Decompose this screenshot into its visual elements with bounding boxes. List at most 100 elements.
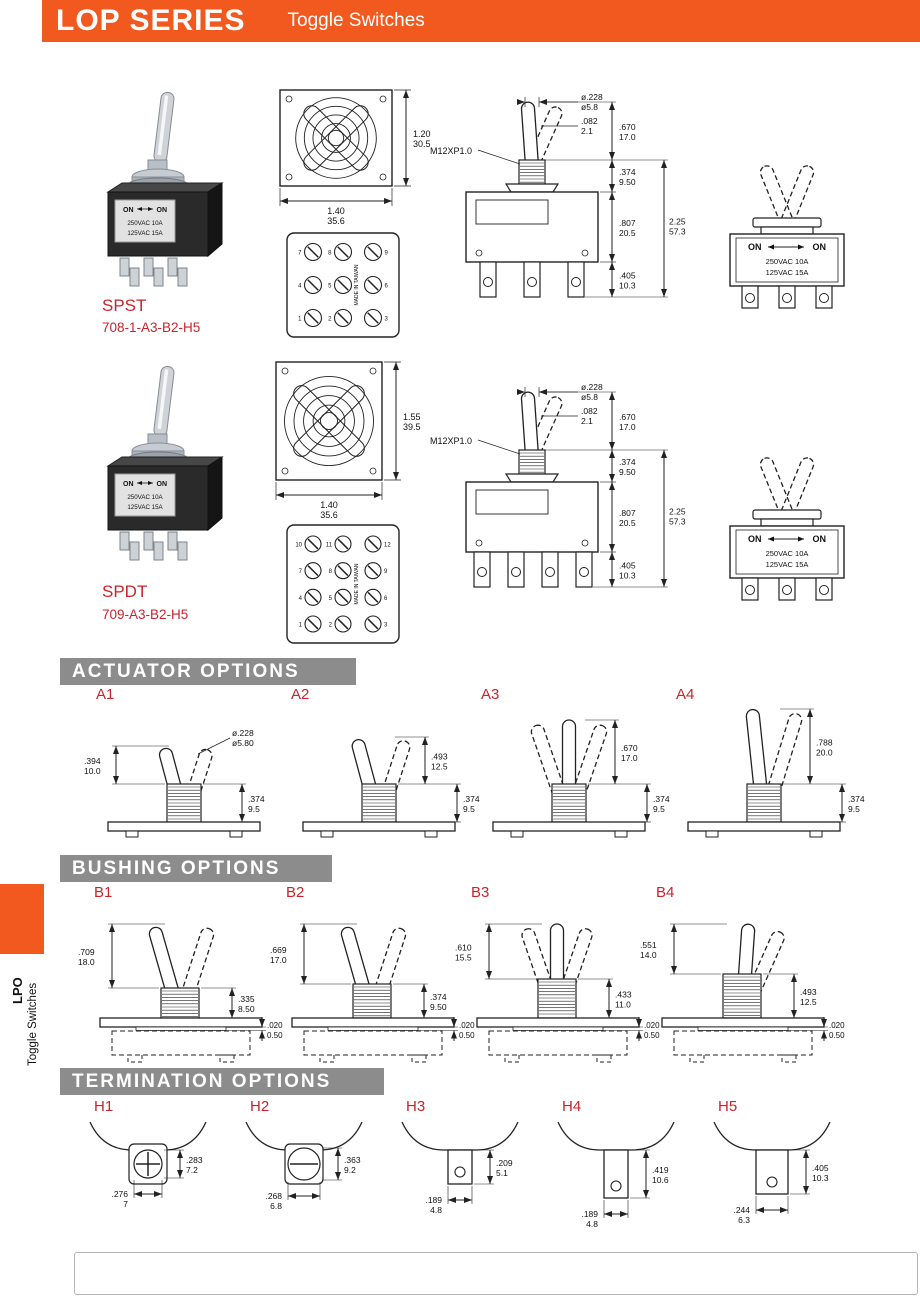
- svg-text:ON: ON: [748, 242, 762, 252]
- svg-text:12: 12: [384, 543, 391, 549]
- svg-text:ON: ON: [748, 534, 762, 544]
- bushing-options-header: BUSHING OPTIONS: [60, 855, 332, 882]
- side-view-svg: ø.228ø5.8.0822.1M12XP1.0.67017.0.3749.50…: [430, 92, 686, 298]
- actuator-option-label: A4: [676, 686, 695, 703]
- actuator-option-label: A2: [291, 686, 310, 703]
- svg-text:.374: .374: [619, 457, 636, 467]
- svg-text:.807: .807: [619, 218, 636, 228]
- svg-text:8.50: 8.50: [238, 1004, 255, 1014]
- termination-option-label: H1: [94, 1098, 114, 1115]
- svg-text:7: 7: [123, 1199, 128, 1209]
- svg-text:2.1: 2.1: [581, 416, 593, 426]
- svg-text:.670: .670: [621, 743, 638, 753]
- svg-text:20.5: 20.5: [619, 228, 636, 238]
- svg-text:.405: .405: [812, 1163, 829, 1173]
- svg-text:.363: .363: [344, 1155, 361, 1165]
- svg-text:17.0: 17.0: [619, 132, 636, 142]
- svg-text:1: 1: [299, 623, 303, 629]
- header-bar: LOP SERIES Toggle Switches: [42, 0, 920, 42]
- svg-text:ON: ON: [813, 242, 827, 252]
- termination-option-label: H2: [250, 1098, 270, 1115]
- svg-text:ø5.8: ø5.8: [581, 102, 598, 112]
- series-tab: [0, 884, 44, 954]
- svg-text:ON: ON: [123, 481, 134, 488]
- svg-text:6.3: 6.3: [738, 1215, 750, 1225]
- svg-text:8: 8: [329, 569, 333, 575]
- svg-text:9.5: 9.5: [248, 804, 260, 814]
- svg-text:9: 9: [385, 251, 389, 257]
- svg-text:9.2: 9.2: [344, 1165, 356, 1175]
- svg-text:10.3: 10.3: [619, 571, 636, 581]
- svg-text:4: 4: [298, 284, 302, 290]
- bushing-options-title: BUSHING OPTIONS: [72, 857, 281, 879]
- svg-text:9.5: 9.5: [653, 804, 665, 814]
- svg-text:0.50: 0.50: [459, 1031, 475, 1040]
- svg-text:7: 7: [299, 569, 303, 575]
- svg-text:ON: ON: [157, 207, 168, 214]
- svg-text:.610: .610: [455, 943, 472, 953]
- svg-text:5: 5: [329, 596, 333, 602]
- svg-text:.374: .374: [619, 167, 636, 177]
- svg-text:.020: .020: [829, 1021, 845, 1030]
- termination-options-title: TERMINATION OPTIONS: [72, 1070, 332, 1092]
- svg-text:12.5: 12.5: [800, 997, 817, 1007]
- svg-text:250VAC 10A: 250VAC 10A: [766, 257, 809, 266]
- svg-text:.374: .374: [653, 794, 670, 804]
- spdt-part-number: 709-A3-B2-H5: [102, 607, 189, 622]
- svg-text:9.50: 9.50: [430, 1002, 447, 1012]
- side-view-svg: ø.228ø5.8.0822.1M12XP1.0.67017.0.3749.50…: [430, 382, 686, 588]
- actuator-options-title: ACTUATOR OPTIONS: [72, 660, 300, 682]
- svg-text:11.0: 11.0: [615, 1000, 631, 1010]
- svg-text:1.40: 1.40: [327, 206, 345, 216]
- termination-option-label: H5: [718, 1098, 738, 1115]
- svg-text:5.1: 5.1: [496, 1168, 508, 1178]
- svg-text:ø.228: ø.228: [581, 382, 603, 392]
- svg-text:.807: .807: [619, 508, 636, 518]
- actuator-options-header: ACTUATOR OPTIONS: [60, 658, 356, 685]
- svg-text:35.6: 35.6: [327, 216, 345, 226]
- svg-text:125VAC 15A: 125VAC 15A: [127, 230, 163, 237]
- spst-name: SPST: [102, 296, 147, 315]
- svg-text:125VAC 15A: 125VAC 15A: [766, 560, 809, 569]
- front-view-svg: ON ON 250VAC 10A 125VAC 15A: [729, 165, 845, 309]
- bushing-option-label: B2: [286, 884, 305, 901]
- svg-text:17.0: 17.0: [621, 753, 638, 763]
- svg-text:17.0: 17.0: [270, 955, 287, 965]
- svg-text:1.55: 1.55: [403, 412, 421, 422]
- spdt-name: SPDT: [102, 582, 148, 601]
- svg-text:125VAC 15A: 125VAC 15A: [766, 268, 809, 277]
- svg-text:2: 2: [329, 623, 333, 629]
- svg-text:ø.228: ø.228: [581, 92, 603, 102]
- svg-text:57.3: 57.3: [669, 227, 686, 237]
- svg-text:ON: ON: [157, 481, 168, 488]
- svg-text:7.2: 7.2: [186, 1165, 198, 1175]
- svg-text:.020: .020: [267, 1021, 283, 1030]
- termination-option-label: H4: [562, 1098, 582, 1115]
- svg-text:.493: .493: [431, 752, 448, 762]
- svg-text:.082: .082: [581, 116, 598, 126]
- svg-text:9.50: 9.50: [619, 177, 636, 187]
- svg-text:12.5: 12.5: [431, 762, 448, 772]
- svg-text:15.5: 15.5: [455, 953, 472, 963]
- sidebar-series-label: LPO: [10, 977, 25, 1004]
